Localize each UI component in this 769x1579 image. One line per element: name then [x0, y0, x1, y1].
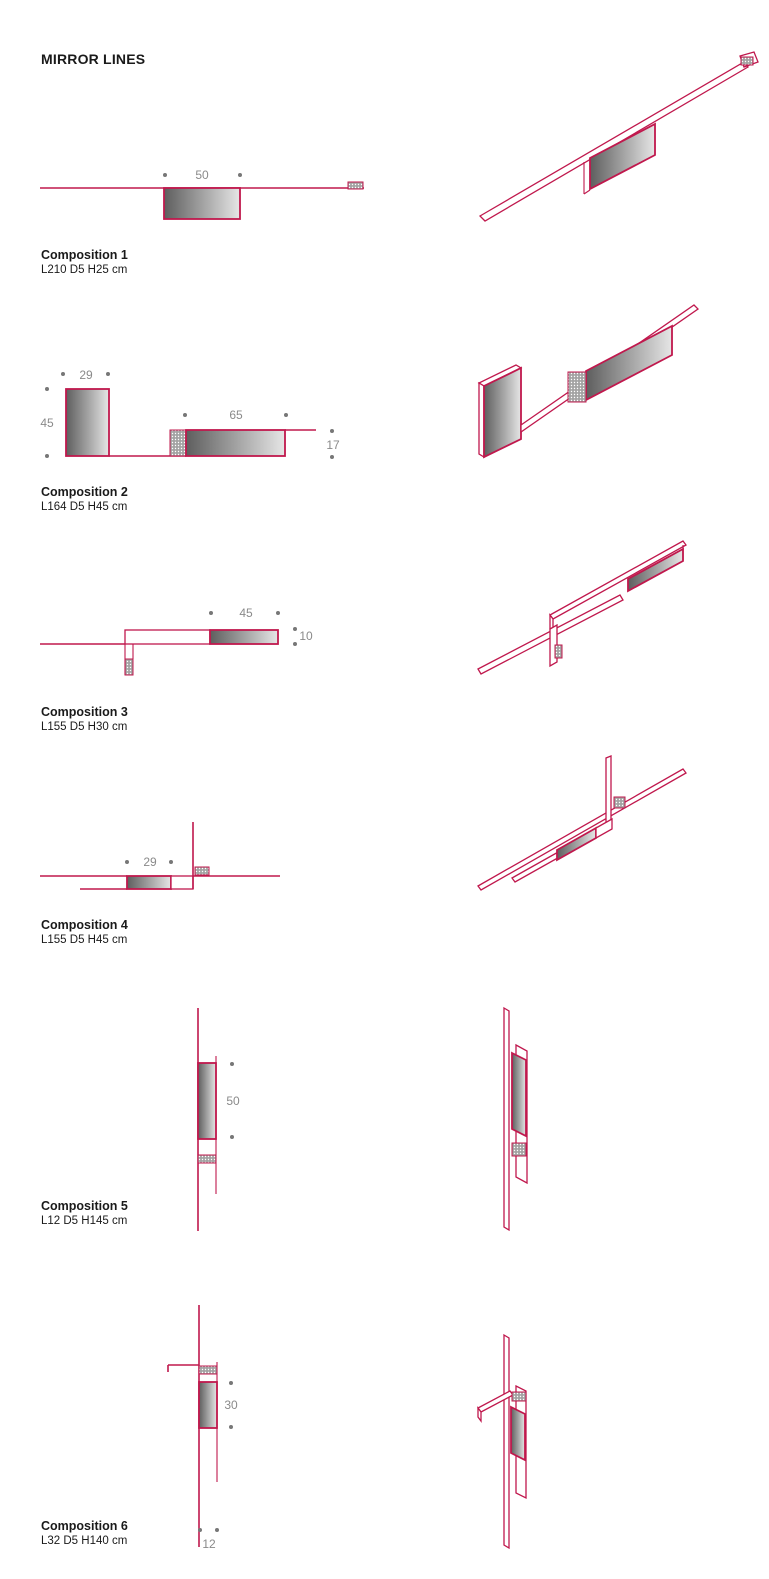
dimension-dot — [330, 455, 334, 459]
dimension-label: 10 — [299, 629, 313, 643]
dimension-dot — [169, 860, 173, 864]
dimension-dot — [215, 1528, 219, 1532]
dimension-dot — [106, 372, 110, 376]
composition-4-perspective-view — [477, 755, 687, 891]
composition-3-name: Composition 3 — [41, 705, 128, 719]
dimension-label: 45 — [239, 606, 253, 620]
composition-6-dims: L32 D5 H140 cm — [41, 1535, 128, 1547]
connector-block — [124, 658, 134, 676]
dimension-label: 12 — [202, 1537, 216, 1551]
dimension-dot — [230, 1062, 234, 1066]
vertical-bar — [503, 1333, 510, 1550]
composition-4-dims: L155 D5 H45 cm — [41, 934, 128, 946]
shelf-frame — [595, 817, 613, 840]
composition-2-dims: L164 D5 H45 cm — [41, 501, 128, 513]
dimension-dot — [293, 627, 297, 631]
dimension-dot — [293, 642, 297, 646]
mirror-panel — [197, 1062, 217, 1140]
mirror-panel — [510, 1405, 526, 1462]
connector-block — [740, 56, 754, 66]
connector-block — [194, 866, 210, 876]
composition-2-perspective-view — [477, 304, 700, 459]
dimension-dot — [230, 1135, 234, 1139]
composition-6-perspective-view — [477, 1333, 527, 1550]
composition-2-name: Composition 2 — [41, 485, 128, 499]
page-title: MIRROR LINES — [41, 51, 146, 67]
connector-block — [554, 644, 563, 659]
connector-block — [613, 796, 626, 809]
composition-3-perspective-view — [477, 540, 687, 675]
dimension-dot — [229, 1381, 233, 1385]
composition-6-name: Composition 6 — [41, 1519, 128, 1533]
dimension-label: 30 — [224, 1398, 238, 1412]
composition-1-front-view: 50 — [40, 168, 364, 220]
shelf-frame — [124, 629, 211, 645]
mirror-panel — [198, 1381, 218, 1429]
dimension-dot — [229, 1425, 233, 1429]
mirror-panel — [163, 187, 241, 220]
upper-frame — [549, 540, 687, 620]
mirror-panel-tall — [65, 388, 110, 457]
composition-3-front-view: 45 10 — [40, 606, 313, 676]
composition-1-dims: L210 D5 H25 cm — [41, 264, 128, 276]
composition-4-front-view: 29 — [40, 822, 280, 890]
dimension-label: 50 — [195, 168, 209, 182]
dimension-label: 45 — [40, 416, 54, 430]
shelf-bar-upper — [477, 768, 687, 891]
mirror-panel — [126, 875, 172, 890]
dimension-dot — [125, 860, 129, 864]
connector-block — [169, 429, 187, 457]
mirror-panel-tall — [483, 366, 522, 459]
dimension-dot — [61, 372, 65, 376]
composition-4-name: Composition 4 — [41, 918, 128, 932]
dimension-label: 29 — [143, 855, 157, 869]
dimension-dot — [45, 387, 49, 391]
composition-3-dims: L155 D5 H30 cm — [41, 721, 128, 733]
cross-arm-end — [477, 1406, 482, 1423]
shelf-frame — [170, 875, 194, 890]
dimension-dot — [163, 173, 167, 177]
composition-2-front-view: 29 45 65 17 — [40, 368, 340, 459]
mirror-panel-wide — [185, 429, 286, 457]
vertical-post — [605, 755, 612, 829]
dimension-label: 17 — [326, 438, 340, 452]
dimension-dot — [284, 413, 288, 417]
dimension-label: 29 — [79, 368, 93, 382]
dimension-label: 65 — [229, 408, 243, 422]
mirror-panel — [209, 629, 279, 645]
dimension-dot — [238, 173, 242, 177]
connector-block — [197, 1154, 217, 1164]
mirror-panel — [511, 1051, 527, 1138]
dimension-dot — [45, 454, 49, 458]
composition-5-name: Composition 5 — [41, 1199, 128, 1213]
dimension-dot — [276, 611, 280, 615]
composition-5-front-view: 50 — [197, 1008, 240, 1231]
connector-block — [347, 181, 364, 190]
composition-1-name: Composition 1 — [41, 248, 128, 262]
connector-block — [198, 1365, 218, 1375]
mirror-panel-wide — [585, 324, 673, 402]
dimension-label: 50 — [226, 1094, 240, 1108]
composition-5-dims: L12 D5 H145 cm — [41, 1215, 128, 1227]
composition-6-front-view: 30 12 — [167, 1305, 238, 1551]
dimension-dot — [209, 611, 213, 615]
connector-block — [511, 1391, 527, 1402]
shelf-bar — [478, 61, 749, 222]
dimension-dot — [330, 429, 334, 433]
mirror-panel — [589, 122, 656, 191]
connector-block — [511, 1142, 527, 1157]
composition-1-perspective-view — [478, 51, 759, 222]
composition-5-perspective-view — [503, 1006, 528, 1232]
panel-edge — [583, 189, 591, 195]
connector-block — [567, 371, 587, 403]
vertical-bar — [503, 1006, 510, 1232]
dimension-dot — [183, 413, 187, 417]
dimension-dot — [198, 1528, 202, 1532]
